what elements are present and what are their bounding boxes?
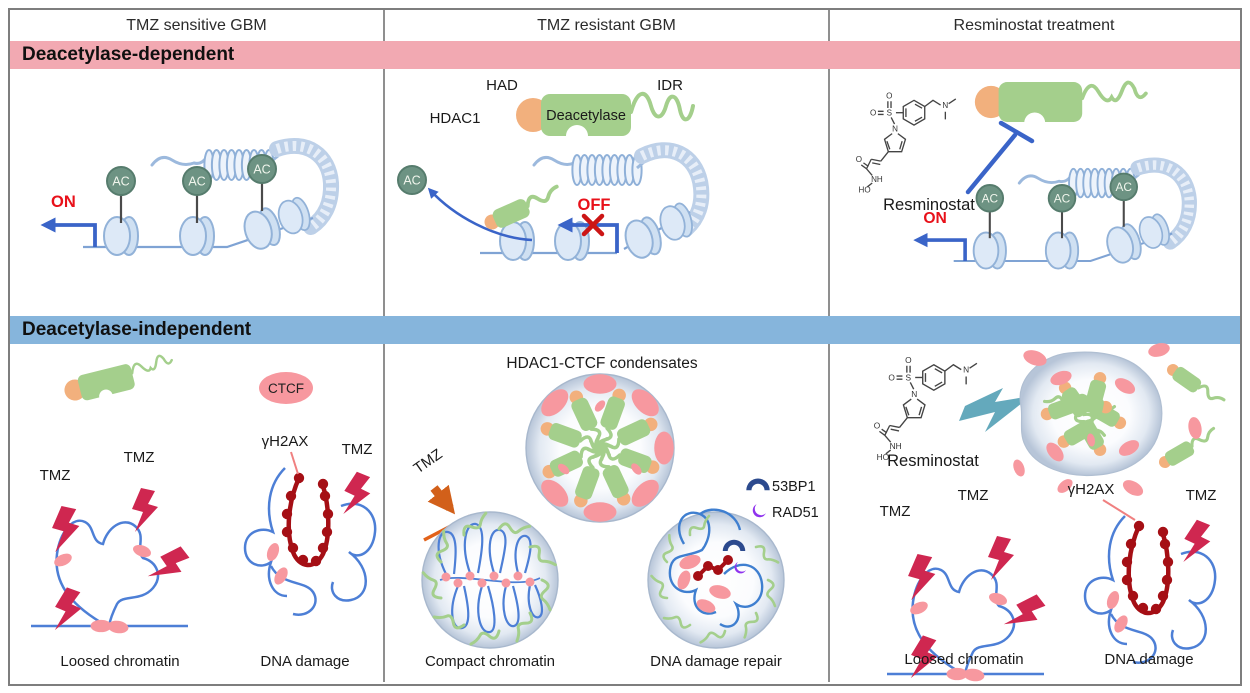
- ctcf-label: CTCF: [268, 381, 304, 396]
- caption-compact-chromatin: Compact chromatin: [425, 653, 555, 670]
- band-deacetylase-independent: Deacetylase-independent: [10, 316, 1240, 344]
- ctcf-protein: [259, 372, 313, 404]
- caption-loosed-chromatin: Loosed chromatin: [904, 651, 1023, 668]
- tmz-label: TMZ: [124, 449, 155, 466]
- gamma-h2ax-label: γH2AX: [1068, 481, 1115, 498]
- transcription-off-arrow: [557, 217, 619, 253]
- idr-squiggle: [629, 92, 695, 122]
- rad51-label: RAD51: [772, 505, 819, 521]
- released-ac-label: AC: [403, 174, 420, 188]
- caption-loosed-chromatin: Loosed chromatin: [60, 653, 179, 670]
- 53bp1-label: 53BP1: [772, 479, 816, 495]
- off-label: OFF: [578, 196, 611, 214]
- inhibition-bar-cap: [998, 120, 1035, 144]
- caption-dna-damage-repair: DNA damage repair: [650, 653, 782, 670]
- figure-border: [8, 8, 1242, 686]
- inhibition-bar: [965, 132, 1018, 195]
- column-divider-1: [383, 10, 385, 682]
- had-label: HAD: [486, 77, 518, 94]
- deacetylase-domain: [541, 94, 631, 136]
- tmz-label: TMZ: [342, 441, 373, 458]
- dna-repair-condensate: [647, 511, 785, 649]
- col-header-resminostat: Resminostat treatment: [953, 17, 1115, 34]
- panel-resistant-dependent: HDAC1 HAD IDR Deacetylase AC OFF: [397, 77, 828, 262]
- released-ac-icon: [397, 165, 427, 195]
- resminostat-label: Resminostat: [887, 452, 979, 470]
- blocked-x-icon: [581, 213, 605, 237]
- gamma-h2ax-label: γH2AX: [262, 433, 309, 450]
- rad51-legend-icon: [752, 504, 766, 518]
- panel-resminostat-independent: Resminostat TMZ TMZ γH2AX TMZ Loosed chr…: [873, 340, 1228, 686]
- tmz-label: TMZ: [40, 467, 71, 484]
- hdac1-label: HDAC1: [430, 110, 481, 127]
- tmz-label: TMZ: [1186, 487, 1217, 504]
- band-deacetylase-dependent: Deacetylase-dependent: [10, 41, 1240, 69]
- gamma-h2ax-pointer: [1102, 499, 1136, 521]
- resminostat-bolt-icon: [959, 388, 1031, 432]
- deacetylase-label: Deacetylase: [546, 108, 626, 124]
- panel-sensitive-independent: CTCF TMZ TMZ γH2AX TMZ Loosed chromatin …: [9, 351, 383, 670]
- panel-resistant-independent: HDAC1-CTCF condensates TMZ: [411, 355, 819, 670]
- col-header-tmz-sensitive: TMZ sensitive GBM: [126, 17, 267, 34]
- tmz-blocked-arrow: [427, 484, 456, 515]
- panel-resminostat-dependent: Resminostat: [855, 80, 1242, 316]
- hdac1-release-arrow: [427, 187, 533, 242]
- deacetylase-notch: [566, 125, 588, 147]
- panel-sensitive-dependent: [9, 70, 383, 316]
- idr-label: IDR: [657, 77, 683, 94]
- tmz-label: TMZ: [880, 503, 911, 520]
- caption-dna-damage: DNA damage: [260, 653, 349, 670]
- condensates-title: HDAC1-CTCF condensates: [506, 355, 697, 372]
- 53bp1-legend-icon: [746, 478, 770, 491]
- column-divider-2: [828, 10, 830, 682]
- caption-dna-damage: DNA damage: [1104, 651, 1193, 668]
- col-header-tmz-resistant: TMZ resistant GBM: [537, 17, 676, 34]
- tmz-label: TMZ: [958, 487, 989, 504]
- resminostat-label: Resminostat: [883, 196, 975, 214]
- tmz-label: TMZ: [411, 446, 446, 478]
- gamma-h2ax-pointer: [290, 451, 299, 475]
